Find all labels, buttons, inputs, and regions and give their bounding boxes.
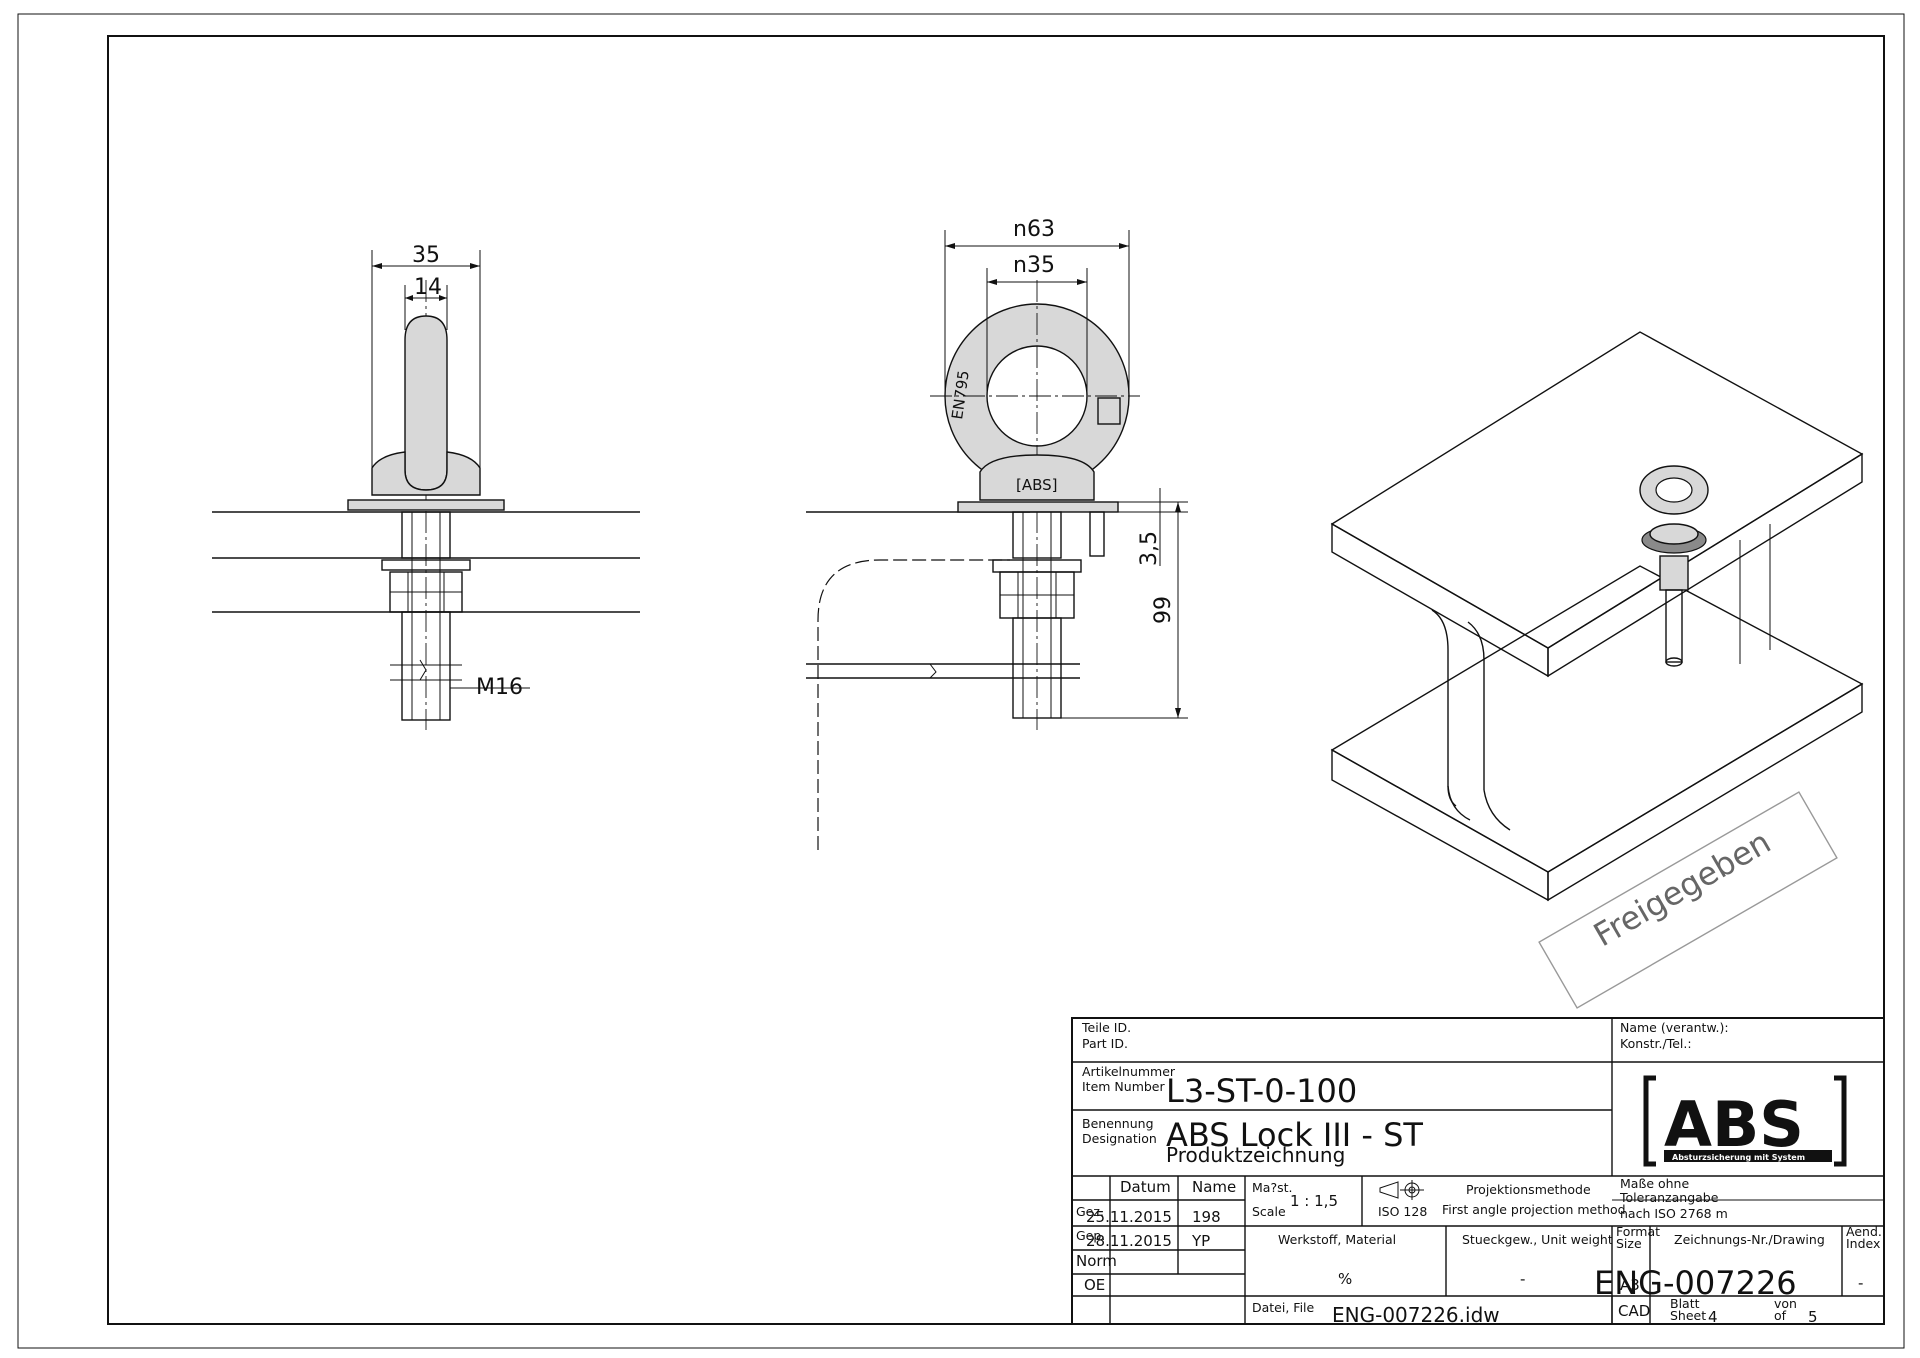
dim-n63: n63 (1013, 217, 1055, 242)
collar-logo-mark: [ABS] (1016, 476, 1058, 494)
stamp-text: Freigegeben (1587, 823, 1777, 955)
abs-logo: ABS Absturzsicherung mit System (1643, 1075, 1847, 1167)
drawing-label: Zeichnungs-Nr./Drawing (1674, 1232, 1825, 1247)
proj-de: Projektionsmethode (1466, 1182, 1591, 1197)
front-view: EN795 [ABS] n63 n35 (806, 217, 1188, 850)
massstab-label: Ma?st. (1252, 1180, 1292, 1195)
row-gez: Gez. (1076, 1204, 1104, 1219)
dim-3-5: 3,5 (1137, 531, 1162, 566)
side-view: 35 14 M16 (212, 243, 640, 730)
datei-label: Datei, File (1252, 1300, 1315, 1315)
von-label: von (1774, 1296, 1797, 1311)
name-label: Name (verantw.): (1620, 1020, 1729, 1035)
title-block: Teile ID. Part ID. Name (verantw.): Kons… (1071, 1017, 1885, 1327)
gez-name: 198 (1192, 1208, 1221, 1226)
artikel-label: Artikelnummer (1082, 1064, 1176, 1079)
dim-n35: n35 (1013, 253, 1055, 278)
col-datum: Datum (1120, 1178, 1171, 1196)
dim-m16: M16 (476, 675, 523, 700)
dim-14: 14 (414, 275, 442, 300)
approval-stamp: Freigegeben (1538, 791, 1838, 1009)
format-label: Format (1616, 1224, 1660, 1239)
tol-line-2: Toleranzangabe (1619, 1190, 1719, 1205)
row-norm: Norm (1076, 1252, 1117, 1270)
iso128: ISO 128 (1378, 1204, 1427, 1219)
scale-label: Scale (1252, 1204, 1286, 1219)
konstr-label: Konstr./Tel.: (1620, 1036, 1692, 1051)
size-label: Size (1616, 1236, 1642, 1251)
col-name: Name (1192, 1178, 1236, 1196)
sheet-label: Sheet (1670, 1308, 1706, 1323)
sheet-value: 4 (1708, 1308, 1718, 1326)
gep-name: YP (1191, 1232, 1210, 1250)
outer-frame (17, 13, 1905, 1349)
aend-label: Aend. (1846, 1224, 1882, 1239)
projection-symbol-icon (1379, 1180, 1424, 1200)
file-value: ENG-007226.idw (1332, 1303, 1500, 1327)
format-value: A3 (1620, 1276, 1640, 1294)
material-label: Werkstoff, Material (1278, 1232, 1396, 1247)
logo-text: ABS (1664, 1088, 1804, 1161)
drawing-number: ENG-007226 (1594, 1264, 1797, 1302)
index-value: - (1858, 1274, 1863, 1292)
of-value: 5 (1808, 1308, 1818, 1326)
tol-line-3: nach ISO 2768 m (1620, 1206, 1728, 1221)
cad-label: CAD (1618, 1302, 1650, 1320)
row-oe: OE (1084, 1276, 1105, 1294)
isometric-view (1330, 331, 1864, 902)
tol-line-1: Maße ohne (1620, 1176, 1689, 1191)
logo-tagline: Absturzsicherung mit System (1672, 1153, 1805, 1162)
gez-date: 25.11.2015 (1086, 1208, 1172, 1226)
benennung-label: Benennung (1082, 1116, 1154, 1131)
item-label: Item Number (1082, 1079, 1166, 1094)
designation-value: ABS Lock III - ST (1166, 1116, 1423, 1154)
proj-en: First angle projection method (1442, 1202, 1626, 1217)
index-label: Index (1846, 1236, 1880, 1251)
dim-99: 99 (1151, 596, 1176, 624)
dim-35: 35 (412, 243, 440, 268)
material-value: % (1338, 1270, 1352, 1288)
inner-frame (107, 35, 1885, 1325)
designation-label: Designation (1082, 1131, 1157, 1146)
part-id-label: Part ID. (1082, 1036, 1128, 1051)
gep-date: 28.11.2015 (1086, 1232, 1172, 1250)
item-number: L3-ST-0-100 (1166, 1072, 1357, 1110)
weight-value: - (1520, 1270, 1525, 1288)
blatt-label: Blatt (1670, 1296, 1700, 1311)
weight-label: Stueckgew., Unit weight (1462, 1232, 1613, 1247)
subtitle-value: Produktzeichnung (1166, 1143, 1345, 1167)
of-label: of (1774, 1308, 1787, 1323)
teile-id-label: Teile ID. (1081, 1020, 1131, 1035)
row-gep: Gep. (1076, 1228, 1105, 1243)
scale-value: 1 : 1,5 (1290, 1192, 1338, 1210)
